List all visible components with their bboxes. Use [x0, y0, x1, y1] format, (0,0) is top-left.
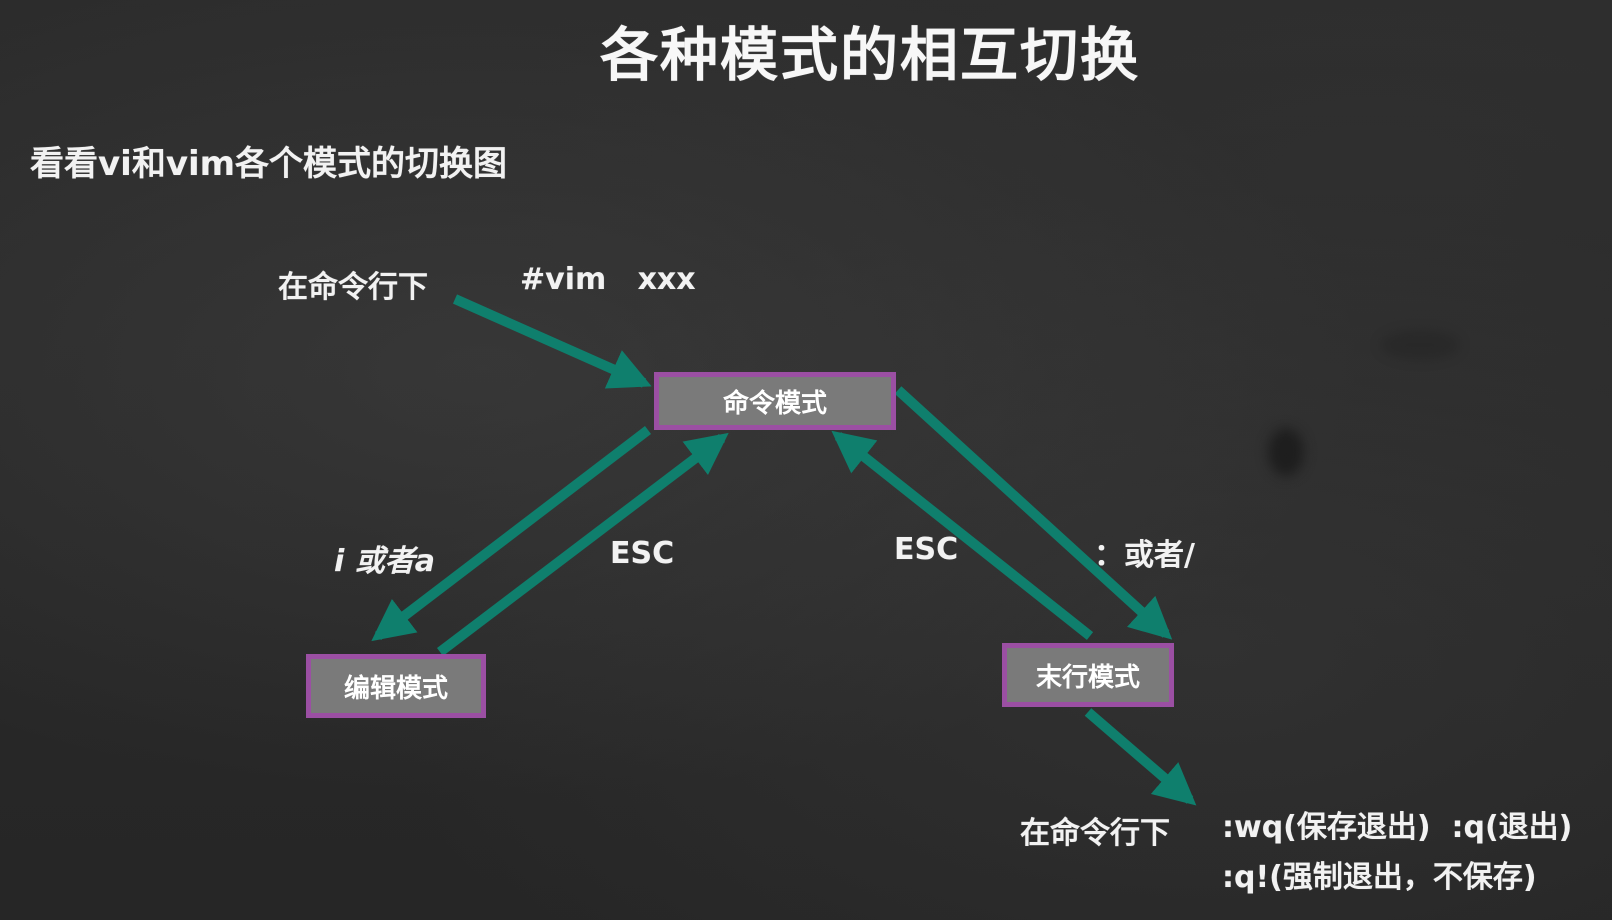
label-save-quit-commands: :wq(保存退出) :q(退出)	[1222, 810, 1573, 845]
command-mode-label: 命令模式	[722, 388, 827, 419]
label-colon-or-slash: ：或者/	[1094, 538, 1195, 573]
edit-mode-label: 编辑模式	[343, 673, 448, 704]
arrow-lastline-to-command	[831, 430, 1094, 640]
arrow-command-to-lastline	[894, 386, 1173, 640]
label-force-quit-command: :q!(强制退出，不保存)	[1222, 860, 1537, 895]
label-at-command-line-top: 在命令行下	[278, 270, 428, 305]
arrow-command-to-edit	[371, 426, 652, 642]
label-esc-right: ESC	[894, 532, 959, 567]
arrow-enter-command	[452, 294, 652, 389]
label-esc-left: ESC	[610, 536, 675, 571]
chalk-smudge	[1268, 428, 1304, 476]
last-line-mode-label: 末行模式	[1035, 662, 1140, 693]
chalk-smudge	[1380, 330, 1460, 360]
arrow-edit-to-command	[436, 432, 729, 656]
last-line-mode-box: 末行模式	[1002, 643, 1174, 707]
page-title: 各种模式的相互切换	[600, 21, 1141, 89]
diagram-subtitle: 看看vi和vim各个模式的切换图	[30, 144, 508, 184]
label-at-command-line-bottom: 在命令行下	[1020, 816, 1170, 851]
label-i-or-a: i 或者a	[334, 544, 435, 579]
command-mode-box: 命令模式	[654, 372, 896, 430]
edit-mode-box: 编辑模式	[306, 654, 486, 718]
arrow-lastline-exit	[1084, 708, 1197, 806]
label-vim-command: #vim xxx	[520, 262, 696, 297]
